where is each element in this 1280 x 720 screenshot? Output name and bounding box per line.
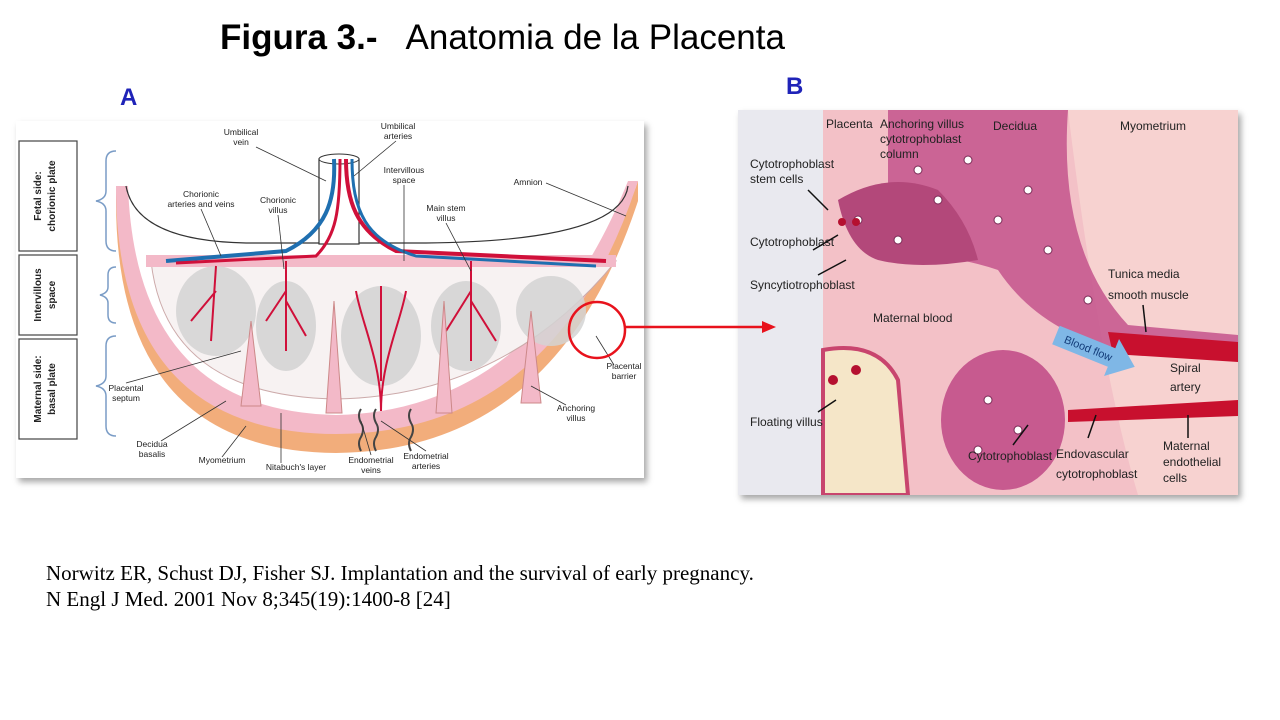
label-cytotrophoblast: Cytotrophoblast xyxy=(750,235,835,249)
svg-text:cytotrophoblast: cytotrophoblast xyxy=(880,132,962,146)
svg-text:smooth muscle: smooth muscle xyxy=(1108,288,1189,302)
svg-text:villus: villus xyxy=(437,213,456,223)
svg-text:endothelial: endothelial xyxy=(1163,455,1221,469)
label-umbilical-vein: Umbilical xyxy=(224,127,259,137)
svg-text:arteries and veins: arteries and veins xyxy=(167,199,234,209)
label-floating-villus: Floating villus xyxy=(750,415,823,429)
panel-b-diagram: Blood flow Placenta Anchoring villus cyt… xyxy=(738,110,1238,495)
svg-text:cells: cells xyxy=(1163,471,1187,485)
placental-septa xyxy=(240,300,542,414)
placenta-cross-section: Fetal side: chorionic plate Intervillous… xyxy=(18,121,642,475)
figure-number: Figura 3.- xyxy=(220,18,378,57)
fetal-side-label-2: chorionic plate xyxy=(47,160,58,232)
svg-text:cytotrophoblast: cytotrophoblast xyxy=(1056,467,1138,481)
spiral-artery-lower xyxy=(1068,400,1238,422)
label-endometrial-veins: Endometrial xyxy=(348,455,393,465)
label-syncytiotrophoblast: Syncytiotrophoblast xyxy=(750,278,855,292)
stem-cells xyxy=(828,218,861,385)
arrow-head-icon xyxy=(762,321,776,333)
decidua-column xyxy=(888,110,1238,355)
myometrium-region xyxy=(1068,110,1238,495)
anchoring-villus xyxy=(838,182,978,265)
panel-b-letter: B xyxy=(786,73,804,100)
label-decidua: Decidua xyxy=(993,119,1037,133)
label-spiral-artery: Spiral xyxy=(1170,361,1201,375)
implantation-detail: Blood flow Placenta Anchoring villus cyt… xyxy=(738,110,1238,495)
intervillous-label-2: space xyxy=(47,280,58,309)
label-cytotrophoblast-stem-cells: Cytotrophoblast xyxy=(750,157,835,171)
svg-text:arteries: arteries xyxy=(412,461,440,471)
myometrium-layer xyxy=(116,181,638,453)
cell-dots xyxy=(853,155,1093,455)
maternal-side-label-1: Maternal side: xyxy=(33,355,44,422)
leader-lines xyxy=(125,140,627,463)
citation-line-1: Norwitz ER, Schust DJ, Fisher SJ. Implan… xyxy=(46,561,754,585)
svg-text:arteries: arteries xyxy=(384,131,412,141)
intervillous-box xyxy=(18,254,78,336)
svg-text:villus: villus xyxy=(269,205,288,215)
svg-text:vein: vein xyxy=(233,137,249,147)
label-maternal-blood: Maternal blood xyxy=(873,311,952,325)
floating-villus xyxy=(821,346,911,495)
spiral-artery-upper xyxy=(1108,332,1238,362)
section-braces xyxy=(95,150,117,437)
label-chorionic-arteries: Chorionic xyxy=(183,189,220,199)
amnion-line xyxy=(125,185,629,244)
label-myometrium: Myometrium xyxy=(1120,119,1186,133)
endometrial-vessels xyxy=(358,408,414,452)
villous-branches xyxy=(190,261,497,412)
label-anchoring-villus: Anchoring xyxy=(557,403,596,413)
pointer-arrows xyxy=(807,189,1189,446)
svg-text:stem cells: stem cells xyxy=(750,172,803,186)
label-myometrium: Myometrium xyxy=(199,455,246,465)
label-endometrial-arteries: Endometrial xyxy=(403,451,448,461)
umbilical-artery-vessel xyxy=(344,158,607,263)
label-placenta: Placenta xyxy=(826,117,873,131)
svg-text:column: column xyxy=(880,147,919,161)
label-intervillous-space: Intervillous xyxy=(384,165,425,175)
label-amnion: Amnion xyxy=(514,177,543,187)
highlight-circle xyxy=(567,300,627,360)
label-anchoring-villus: Anchoring villus xyxy=(880,117,964,131)
figure-title: Figura 3.- Anatomia de la Placenta xyxy=(220,18,785,58)
label-maternal-endothelial: Maternal xyxy=(1163,439,1210,453)
label-cytotrophoblast-lower: Cytotrophoblast xyxy=(968,449,1053,463)
label-umbilical-arteries: Umbilical xyxy=(381,121,416,131)
citation-line-2: N Engl J Med. 2001 Nov 8;345(19):1400-8 … xyxy=(46,587,451,611)
label-placental-barrier: Placental xyxy=(607,361,642,371)
label-chorionic-villus: Chorionic xyxy=(260,195,297,205)
citation: Norwitz ER, Schust DJ, Fisher SJ. Implan… xyxy=(46,560,754,612)
svg-text:veins: veins xyxy=(361,465,381,475)
panel-a-diagram: Fetal side: chorionic plate Intervillous… xyxy=(16,121,644,478)
label-tunica-media: Tunica media xyxy=(1108,267,1180,281)
panel-a-letter: A xyxy=(120,84,138,111)
svg-text:space: space xyxy=(393,175,416,185)
intervillous-label-1: Intervillous xyxy=(33,268,44,322)
svg-text:basalis: basalis xyxy=(139,449,165,459)
svg-text:barrier: barrier xyxy=(612,371,637,381)
maternal-side-label-2: basal plate xyxy=(47,363,58,415)
label-main-stem-villus: Main stem xyxy=(426,203,465,213)
fetal-side-box xyxy=(18,140,78,252)
svg-text:villus: villus xyxy=(567,413,586,423)
label-placental-septum: Placental xyxy=(109,383,144,393)
svg-text:artery: artery xyxy=(1170,380,1201,394)
decidua-layer xyxy=(116,181,638,434)
figure-caption: Anatomia de la Placenta xyxy=(405,18,785,57)
svg-text:septum: septum xyxy=(112,393,140,403)
umbilical-vein-vessel xyxy=(165,158,337,263)
fetal-side-label-1: Fetal side: xyxy=(33,171,44,220)
lower-villus xyxy=(941,350,1065,490)
label-decidua-basalis: Decidua xyxy=(136,439,167,449)
label-nitabuch-layer: Nitabuch's layer xyxy=(266,462,326,472)
maternal-side-box xyxy=(18,338,78,440)
label-endovascular-cytotrophoblast: Endovascular xyxy=(1056,447,1129,461)
